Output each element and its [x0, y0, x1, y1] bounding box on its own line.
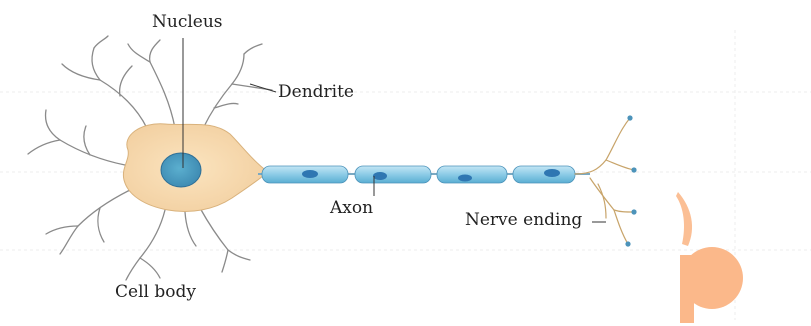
decorative-orange-shapes [676, 192, 743, 323]
leader-lines [183, 38, 606, 222]
nucleus-label: Nucleus [152, 14, 223, 31]
dendrite-label: Dendrite [278, 84, 354, 101]
nucleus [161, 153, 201, 187]
myelin-sheath [262, 166, 575, 183]
axon-label: Axon [330, 200, 373, 217]
cell-body-label: Cell body [115, 284, 196, 301]
nerve-ending-terminals [625, 115, 636, 246]
nerve-ending-label: Nerve ending [465, 212, 582, 229]
nerve-endings [575, 118, 634, 244]
